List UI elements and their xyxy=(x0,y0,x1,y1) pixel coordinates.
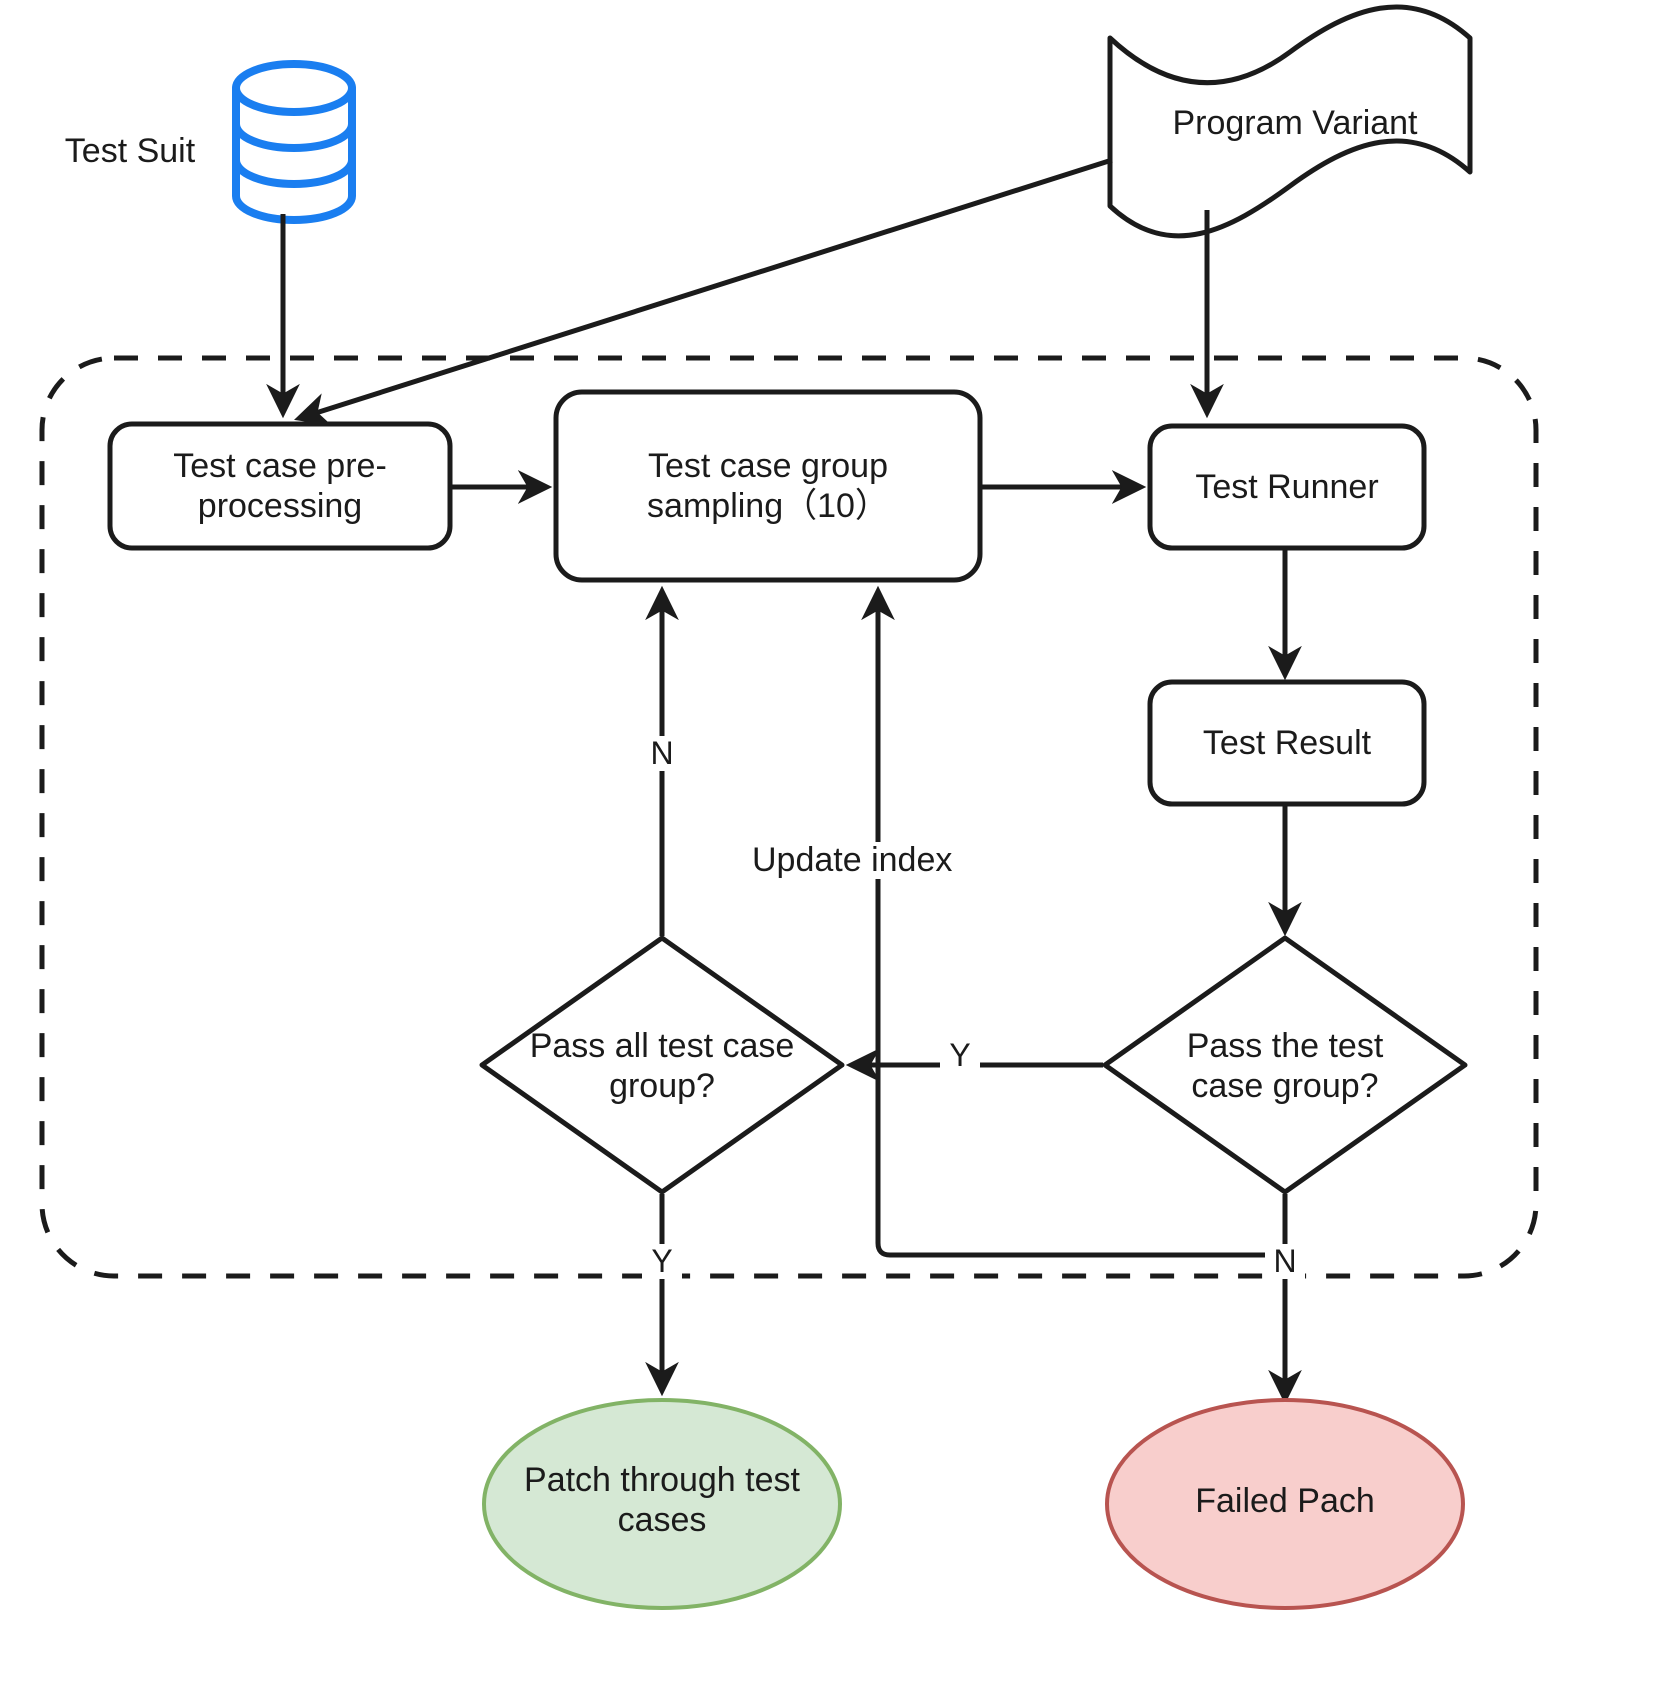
test-suite-cylinder xyxy=(232,60,356,224)
edge-label-decision-one-no: N xyxy=(1265,1243,1305,1280)
edge-update-index-loopback xyxy=(861,585,1288,1258)
node-test-runner[interactable] xyxy=(1147,423,1427,551)
node-patch-through-test-cases[interactable] xyxy=(482,1398,842,1610)
node-sampling[interactable] xyxy=(553,389,983,583)
edge-variant-to-preprocessing xyxy=(294,157,1113,426)
edge-label-decision-all-no: N xyxy=(642,735,682,772)
pipeline-container xyxy=(39,355,1539,1279)
node-decision-pass-all[interactable] xyxy=(479,935,845,1195)
program-variant-shape xyxy=(1107,4,1473,239)
edge-label-decision-one-yes: Y xyxy=(940,1037,980,1074)
node-failed-patch[interactable] xyxy=(1105,1398,1465,1610)
node-preprocessing[interactable] xyxy=(107,421,453,551)
node-test-result[interactable] xyxy=(1147,679,1427,807)
edge-label-decision-all-yes: Y xyxy=(642,1243,682,1280)
edge-label-update-index: Update index xyxy=(752,841,1000,880)
node-decision-pass-one[interactable] xyxy=(1102,935,1468,1195)
